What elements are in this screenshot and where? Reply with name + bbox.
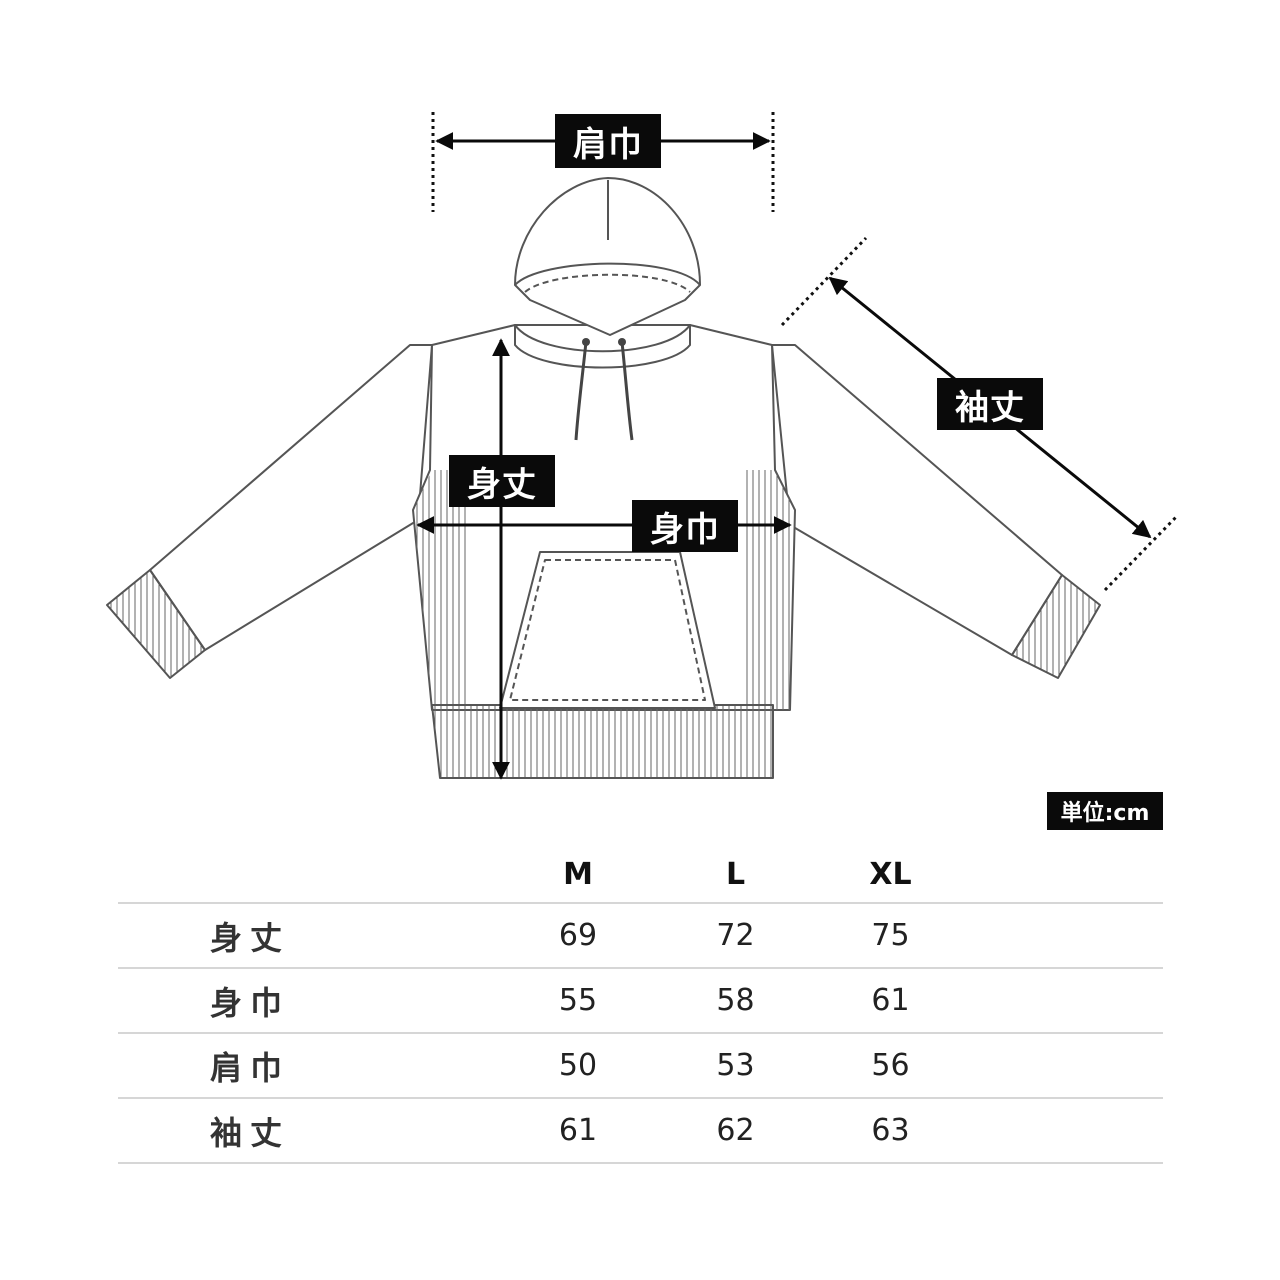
hoodie-size-diagram: 肩巾 身丈 身巾 袖丈 xyxy=(106,112,1180,780)
header-size-l: L xyxy=(658,846,813,904)
drawstring-eyelet-right xyxy=(618,338,626,346)
left-cuff xyxy=(106,569,206,679)
header-spacer xyxy=(968,846,1163,904)
sleeve-length-label: 袖丈 xyxy=(937,378,1043,430)
cell-value: 56 xyxy=(813,1033,968,1099)
left-sleeve xyxy=(149,344,433,651)
kangaroo-pocket xyxy=(499,551,716,709)
body-width-label: 身巾 xyxy=(632,500,738,552)
cell-value: 50 xyxy=(498,1033,658,1099)
header-blank xyxy=(118,846,498,904)
cell-value: 61 xyxy=(813,968,968,1034)
table-row: 身丈 69 72 75 xyxy=(118,903,1163,969)
cell-value: 63 xyxy=(813,1098,968,1164)
drawstring-eyelet-left xyxy=(582,338,590,346)
cell-value: 75 xyxy=(813,903,968,969)
unit-badge: 単位:cm xyxy=(1047,792,1163,830)
guide-lines xyxy=(431,112,1180,592)
cell-value: 53 xyxy=(658,1033,813,1099)
table-row: 袖丈 61 62 63 xyxy=(118,1098,1163,1164)
right-cuff xyxy=(1011,574,1101,679)
row-label: 身巾 xyxy=(118,968,498,1034)
cell-value: 69 xyxy=(498,903,658,969)
row-label: 肩巾 xyxy=(118,1033,498,1099)
header-size-m: M xyxy=(498,846,658,904)
table-header-row: M L XL xyxy=(118,846,1163,904)
shoulder-width-label: 肩巾 xyxy=(555,114,661,168)
cell-spacer xyxy=(968,1033,1163,1099)
cell-spacer xyxy=(968,968,1163,1034)
waist-band xyxy=(431,704,774,779)
cell-value: 62 xyxy=(658,1098,813,1164)
row-label: 袖丈 xyxy=(118,1098,498,1164)
table-row: 身巾 55 58 61 xyxy=(118,968,1163,1034)
header-size-xl: XL xyxy=(813,846,968,904)
size-table: M L XL 身丈 69 72 75 身巾 55 58 61 肩巾 50 53 … xyxy=(118,846,1163,1164)
cell-value: 61 xyxy=(498,1098,658,1164)
cell-spacer xyxy=(968,1098,1163,1164)
row-label: 身丈 xyxy=(118,903,498,969)
cell-value: 58 xyxy=(658,968,813,1034)
body-length-label: 身丈 xyxy=(449,455,555,507)
hood xyxy=(514,177,701,336)
drawstrings xyxy=(574,341,634,441)
cell-value: 72 xyxy=(658,903,813,969)
hoodie-illustration xyxy=(106,112,1180,780)
table-row: 肩巾 50 53 56 xyxy=(118,1033,1163,1099)
cell-spacer xyxy=(968,903,1163,969)
cell-value: 55 xyxy=(498,968,658,1034)
